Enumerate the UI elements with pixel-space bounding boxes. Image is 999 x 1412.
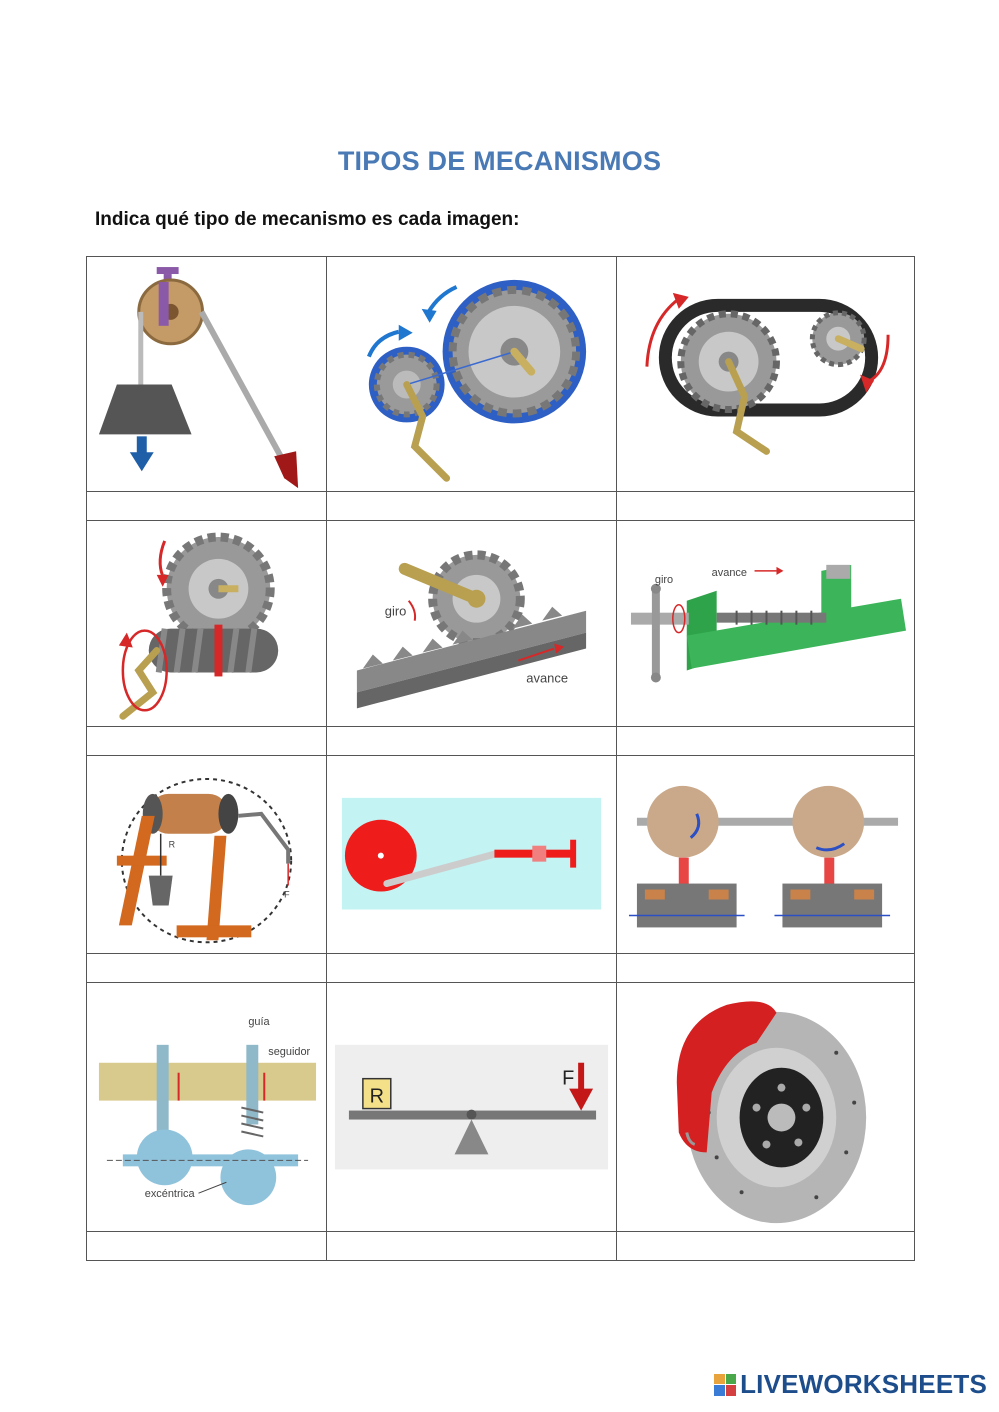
lever-icon: R F (327, 983, 616, 1231)
answer-field-3[interactable] (617, 492, 914, 520)
cam-icon (617, 756, 914, 953)
answer-field-12[interactable] (617, 1232, 914, 1260)
answer-field-5[interactable] (327, 727, 616, 755)
crank-icon (327, 756, 616, 953)
label-giro: giro (385, 604, 407, 619)
pulley-icon (87, 257, 326, 491)
page-title: TIPOS DE MECANISMOS (0, 146, 999, 177)
label-excentrica: excéntrica (145, 1188, 196, 1200)
label-giro: giro (655, 574, 673, 586)
answer-field-8[interactable] (327, 954, 616, 982)
image-worm-gear (87, 521, 327, 726)
answer-field-10[interactable] (87, 1232, 326, 1260)
eccentric-icon: guía seguidor excéntrica (87, 983, 326, 1231)
image-crank-rod (327, 755, 617, 953)
mechanisms-table: giro avance (86, 256, 915, 1261)
image-chain-sprocket (617, 257, 915, 492)
image-gear-train (327, 257, 617, 492)
image-disc-brake (617, 982, 915, 1231)
disc-brake-icon (617, 983, 914, 1231)
label-seguidor: seguidor (268, 1046, 310, 1058)
gears-icon (327, 257, 616, 491)
brand-footer: LIVEWORKSHEETS (714, 1369, 987, 1400)
image-eccentric: guía seguidor excéntrica (87, 982, 327, 1231)
image-cam-followers (617, 755, 915, 953)
brand-name: LIVEWORKSHEETS (740, 1369, 987, 1400)
answer-field-11[interactable] (327, 1232, 616, 1260)
image-screw-vise: giro avance (617, 521, 915, 726)
worm-gear-icon (87, 521, 326, 725)
answer-field-4[interactable] (87, 727, 326, 755)
image-winch: R F (87, 755, 327, 953)
label-F: F (284, 889, 290, 899)
label-guia: guía (248, 1016, 270, 1028)
label-avance: avance (712, 567, 747, 579)
image-pulley (87, 257, 327, 492)
rack-pinion-icon: giro avance (327, 521, 616, 725)
label-R: R (169, 839, 176, 849)
answer-field-9[interactable] (617, 954, 914, 982)
label-F: F (562, 1067, 574, 1089)
label-R: R (370, 1085, 384, 1107)
liveworksheets-logo-icon (714, 1374, 736, 1396)
label-avance: avance (526, 671, 568, 686)
answer-field-1[interactable] (87, 492, 326, 520)
image-lever: R F (327, 982, 617, 1231)
vise-icon: giro avance (617, 521, 914, 725)
winch-icon: R F (87, 756, 326, 953)
answer-field-2[interactable] (327, 492, 616, 520)
instruction-text: Indica qué tipo de mecanismo es cada ima… (95, 209, 519, 231)
answer-field-7[interactable] (87, 954, 326, 982)
chain-drive-icon (617, 257, 914, 491)
answer-field-6[interactable] (617, 727, 914, 755)
image-rack-pinion: giro avance (327, 521, 617, 726)
